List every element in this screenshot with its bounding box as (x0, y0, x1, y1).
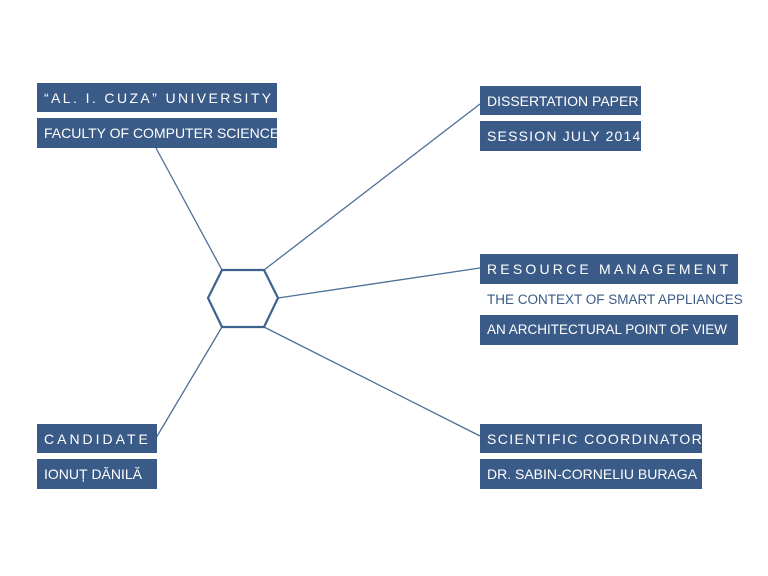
connector-candidate (155, 326, 223, 439)
connector-coordinator (263, 326, 481, 437)
session-box: SESSION JULY 2014 (480, 121, 641, 151)
connector-dissertation (263, 103, 481, 271)
university-name-box: “AL. I. CUZA” UNIVERSITY IAŞI (37, 83, 313, 112)
dissertation-type-box: DISSERTATION PAPER (480, 86, 641, 115)
title-line1-box: RESOURCE MANAGEMENT IN (480, 254, 755, 284)
central-hexagon (206, 268, 280, 329)
candidate-name-box: IONUȚ DĂNILĂ (37, 459, 157, 489)
title-line3-box: AN ARCHITECTURAL POINT OF VIEW (480, 315, 738, 345)
title-line2-text: THE CONTEXT OF SMART APPLIANCES (487, 292, 743, 308)
coordinator-label-box: SCIENTIFIC COORDINATOR (480, 424, 702, 453)
connector-title (277, 267, 481, 299)
coordinator-name-box: DR. SABIN-CORNELIU BURAGA (480, 459, 702, 489)
connector-university (155, 147, 223, 271)
candidate-label-box: CANDIDATE (37, 424, 157, 453)
faculty-name-box: FACULTY OF COMPUTER SCIENCE (37, 118, 279, 148)
